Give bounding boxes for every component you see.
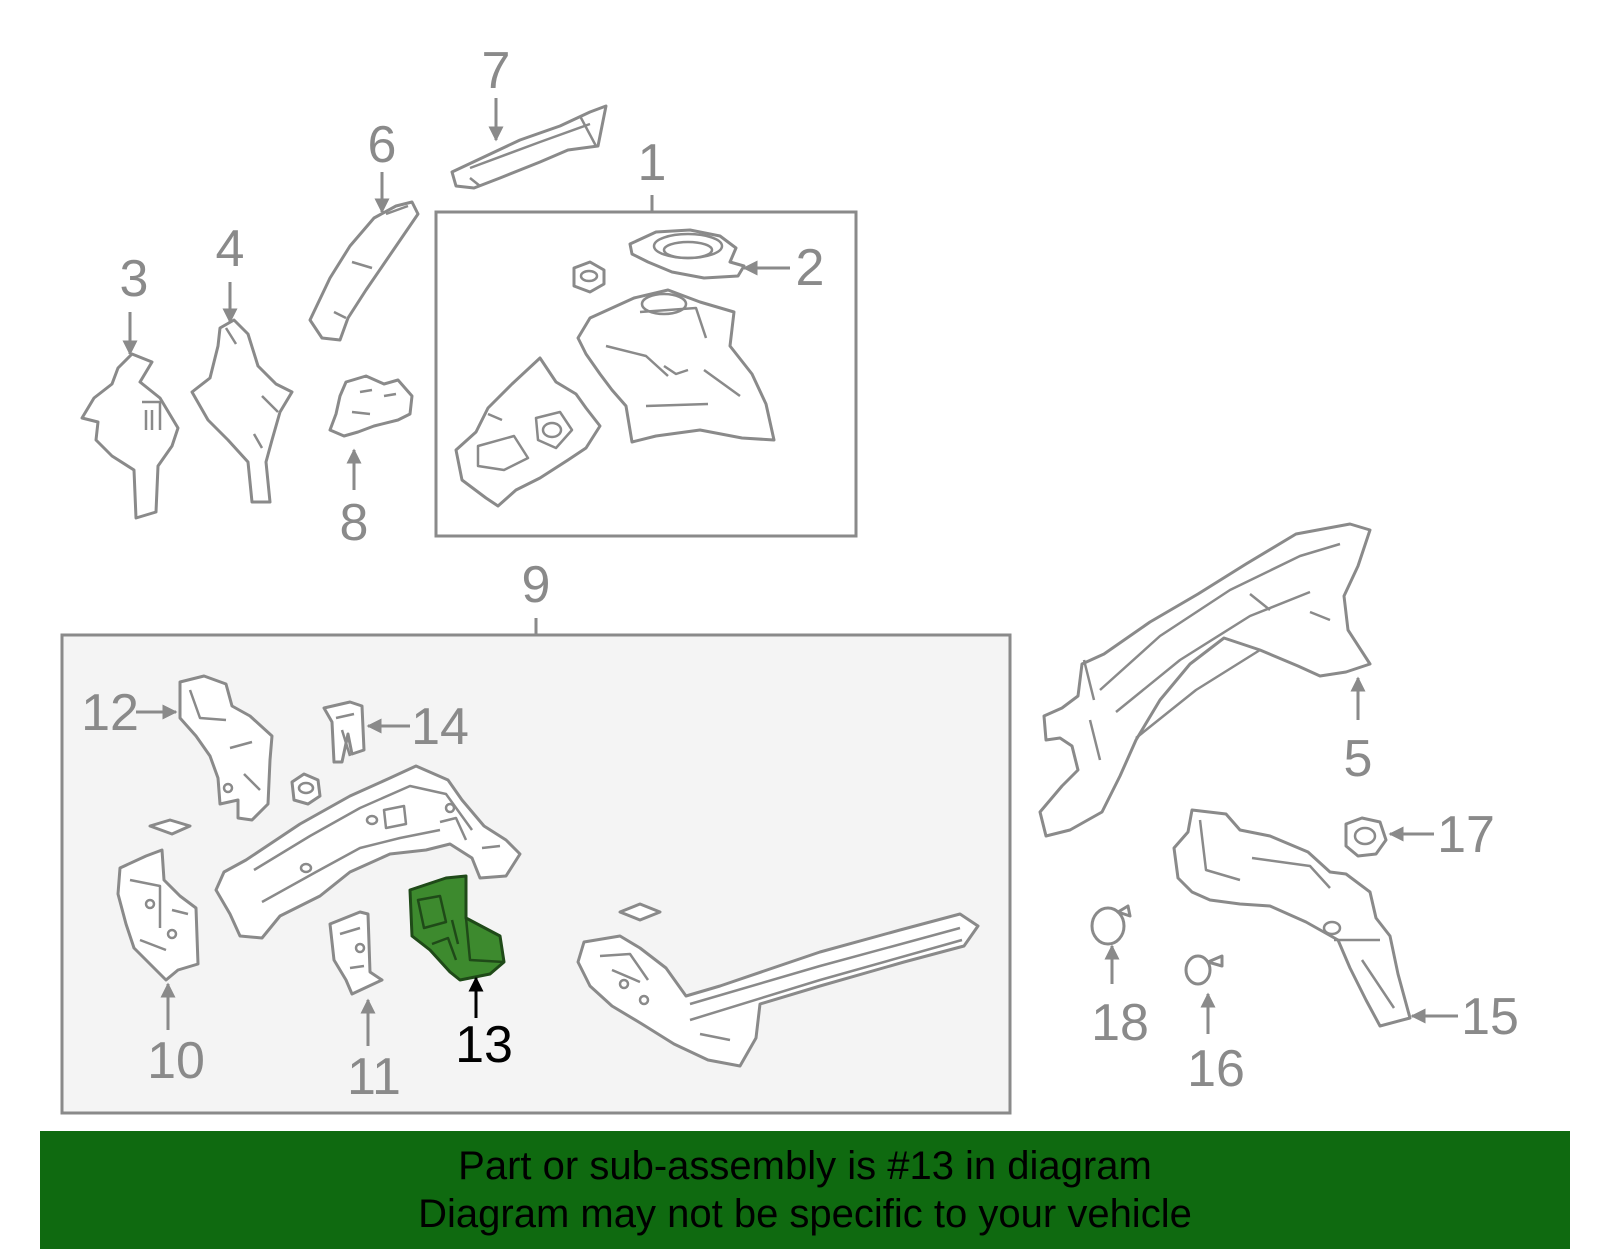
label-7: 7 bbox=[482, 42, 511, 100]
banner-line-2: Diagram may not be specific to your vehi… bbox=[418, 1192, 1192, 1236]
label-4: 4 bbox=[216, 220, 245, 278]
part-clip-1[interactable] bbox=[148, 818, 192, 836]
assembly-box-1 bbox=[434, 210, 858, 538]
part-5[interactable] bbox=[1038, 522, 1372, 838]
part-15[interactable] bbox=[1172, 808, 1412, 1028]
info-banner: Part or sub-assembly is #13 in diagram D… bbox=[40, 1131, 1570, 1249]
label-12: 12 bbox=[81, 684, 139, 742]
part-3[interactable] bbox=[80, 352, 180, 520]
part-7[interactable] bbox=[450, 104, 608, 190]
part-8[interactable] bbox=[328, 374, 414, 438]
part-2[interactable] bbox=[628, 228, 746, 280]
label-15: 15 bbox=[1461, 988, 1519, 1046]
label-14: 14 bbox=[411, 698, 469, 756]
part-lower-rail[interactable] bbox=[576, 912, 980, 1068]
label-3: 3 bbox=[120, 250, 149, 308]
label-11: 11 bbox=[347, 1048, 401, 1106]
part-13[interactable] bbox=[408, 874, 506, 982]
part-4[interactable] bbox=[190, 318, 294, 504]
label-17: 17 bbox=[1437, 806, 1495, 864]
part-frame-rail[interactable] bbox=[214, 764, 522, 940]
label-2: 2 bbox=[796, 239, 825, 297]
part-wheelhouse-front[interactable] bbox=[454, 356, 602, 508]
part-11[interactable] bbox=[328, 910, 384, 996]
label-18: 18 bbox=[1091, 994, 1149, 1052]
part-10[interactable] bbox=[116, 848, 200, 982]
part-clip-2[interactable] bbox=[618, 902, 662, 922]
label-6: 6 bbox=[368, 116, 397, 174]
label-16: 16 bbox=[1187, 1040, 1245, 1098]
part-6[interactable] bbox=[308, 200, 420, 342]
part-16[interactable] bbox=[1184, 954, 1224, 986]
part-nut-2[interactable] bbox=[290, 772, 322, 806]
part-nut[interactable] bbox=[572, 260, 606, 294]
part-14[interactable] bbox=[322, 700, 366, 764]
part-18[interactable] bbox=[1090, 904, 1132, 946]
label-5: 5 bbox=[1344, 730, 1373, 788]
part-shock-tower[interactable] bbox=[576, 288, 776, 444]
label-13: 13 bbox=[455, 1016, 513, 1074]
label-8: 8 bbox=[340, 494, 369, 552]
label-10: 10 bbox=[147, 1032, 205, 1090]
part-12[interactable] bbox=[178, 674, 274, 822]
banner-line-1: Part or sub-assembly is #13 in diagram bbox=[458, 1144, 1152, 1188]
label-1: 1 bbox=[638, 134, 667, 192]
label-9: 9 bbox=[522, 556, 551, 614]
part-17[interactable] bbox=[1344, 816, 1388, 858]
